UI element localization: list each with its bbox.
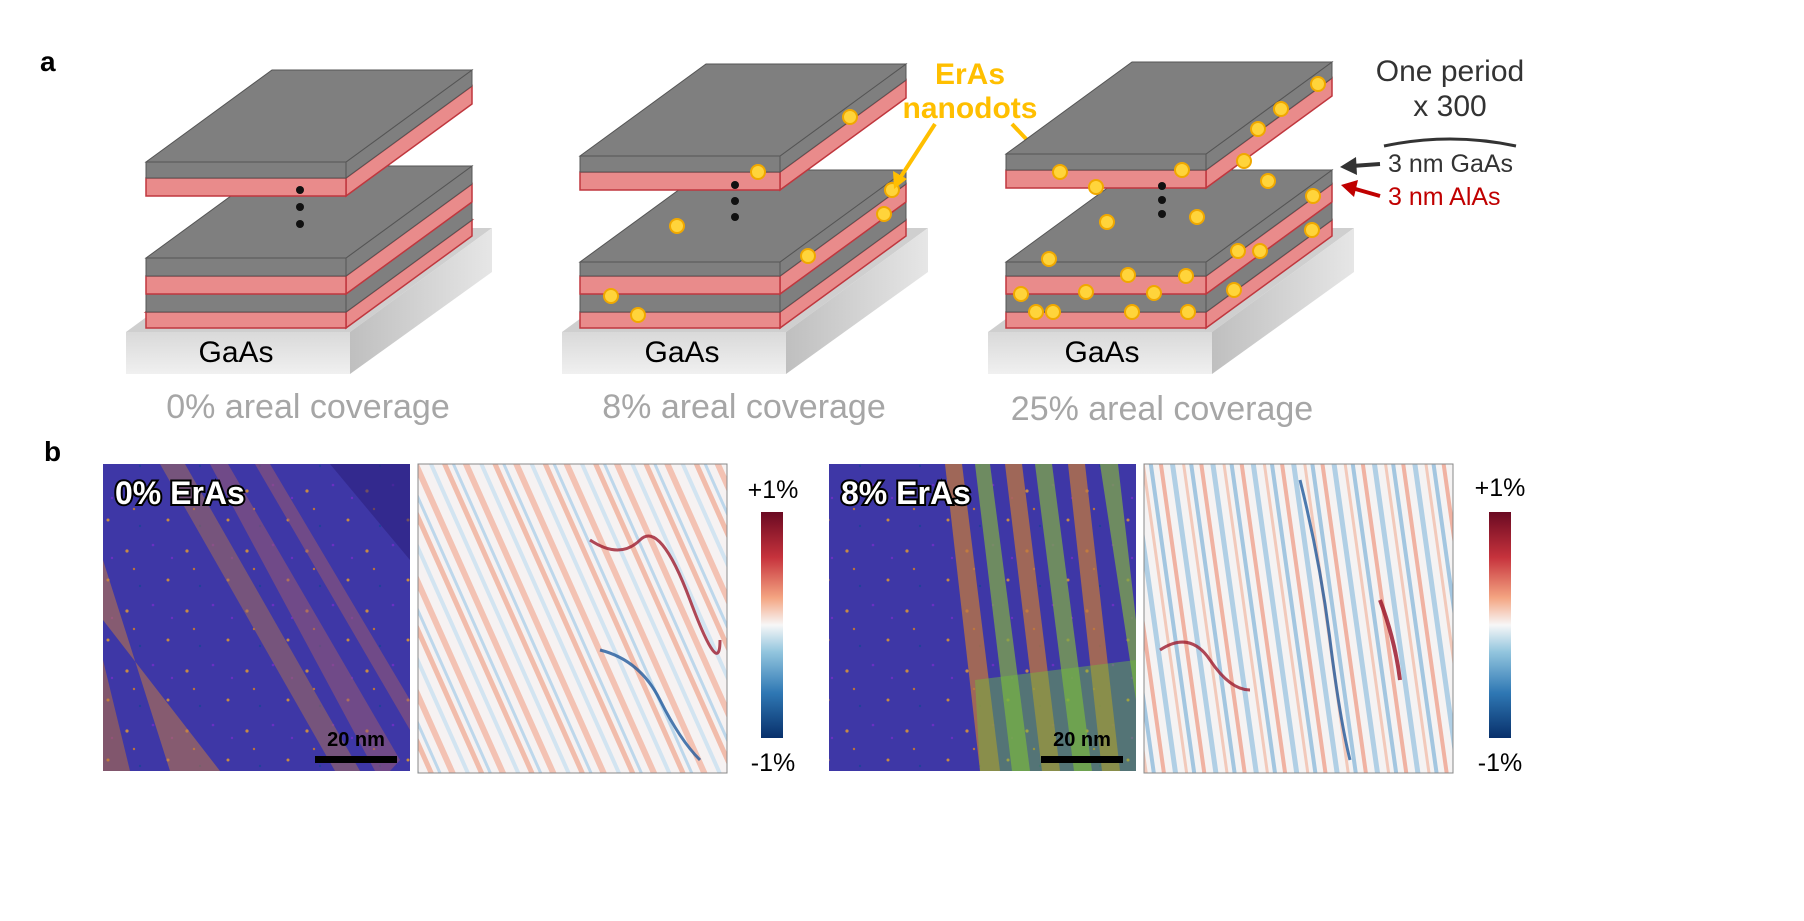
- period-brace: [1383, 137, 1517, 148]
- nanodot-label-line2: nanodots: [903, 92, 1038, 125]
- period-label-line1: One period: [1376, 55, 1524, 88]
- layer-stack-lower: [143, 165, 475, 330]
- ellipsis-dots: [296, 186, 304, 228]
- coverage-label: 25% areal coverage: [1011, 390, 1313, 428]
- coverage-label: 0% areal coverage: [166, 388, 450, 426]
- nanodots: [1013, 76, 1326, 320]
- strain-map-0-percent: [417, 463, 728, 774]
- layer-stack-upper: [144, 69, 474, 198]
- strain-map-8-percent: [1143, 463, 1454, 774]
- stem-map-8-percent: 8% ErAs 20 nm: [829, 464, 1136, 771]
- ellipsis-dots: [731, 181, 739, 221]
- panel-b-label: b: [44, 436, 61, 467]
- colorbar-min-label: -1%: [751, 749, 795, 777]
- nanodot-label-line1: ErAs: [935, 58, 1005, 91]
- scale-bar: 20 nm: [1041, 729, 1123, 763]
- stack-8-percent: GaAs 8% areal coverage: [562, 63, 928, 426]
- gaas-layer-label: 3 nm GaAs: [1388, 150, 1513, 178]
- stem-map-0-percent: 0% ErAs 20 nm: [103, 464, 410, 771]
- ellipsis-dots: [1158, 182, 1166, 218]
- colorbar-2: +1% -1%: [1475, 474, 1526, 777]
- substrate-label: GaAs: [198, 336, 273, 369]
- scale-bar-label: 20 nm: [1053, 729, 1111, 751]
- colorbar-max-label: +1%: [748, 476, 799, 504]
- layer-stack-lower: [1004, 169, 1334, 330]
- substrate-label: GaAs: [644, 336, 719, 369]
- alas-layer-arrow: [1341, 180, 1381, 198]
- colorbar-max-label: +1%: [1475, 474, 1526, 502]
- panel-a-label: a: [40, 46, 56, 77]
- scale-bar-label: 20 nm: [327, 729, 385, 751]
- period-label-line2: x 300: [1413, 90, 1486, 123]
- stack-0-percent: GaAs 0% areal coverage: [126, 69, 492, 426]
- gaas-layer-arrow: [1340, 157, 1381, 175]
- map-title: 8% ErAs: [841, 475, 971, 511]
- colorbar-min-label: -1%: [1478, 749, 1522, 777]
- map-title: 0% ErAs: [115, 475, 245, 511]
- nanodots: [603, 109, 900, 323]
- substrate-label: GaAs: [1064, 336, 1139, 369]
- stack-25-percent: GaAs 25% areal coverage: [988, 61, 1354, 428]
- colorbar-1: +1% -1%: [748, 476, 799, 777]
- scale-bar: 20 nm: [315, 729, 397, 763]
- coverage-label: 8% areal coverage: [602, 388, 886, 426]
- layer-stack-upper: [1004, 61, 1334, 190]
- alas-layer-label: 3 nm AlAs: [1388, 183, 1501, 211]
